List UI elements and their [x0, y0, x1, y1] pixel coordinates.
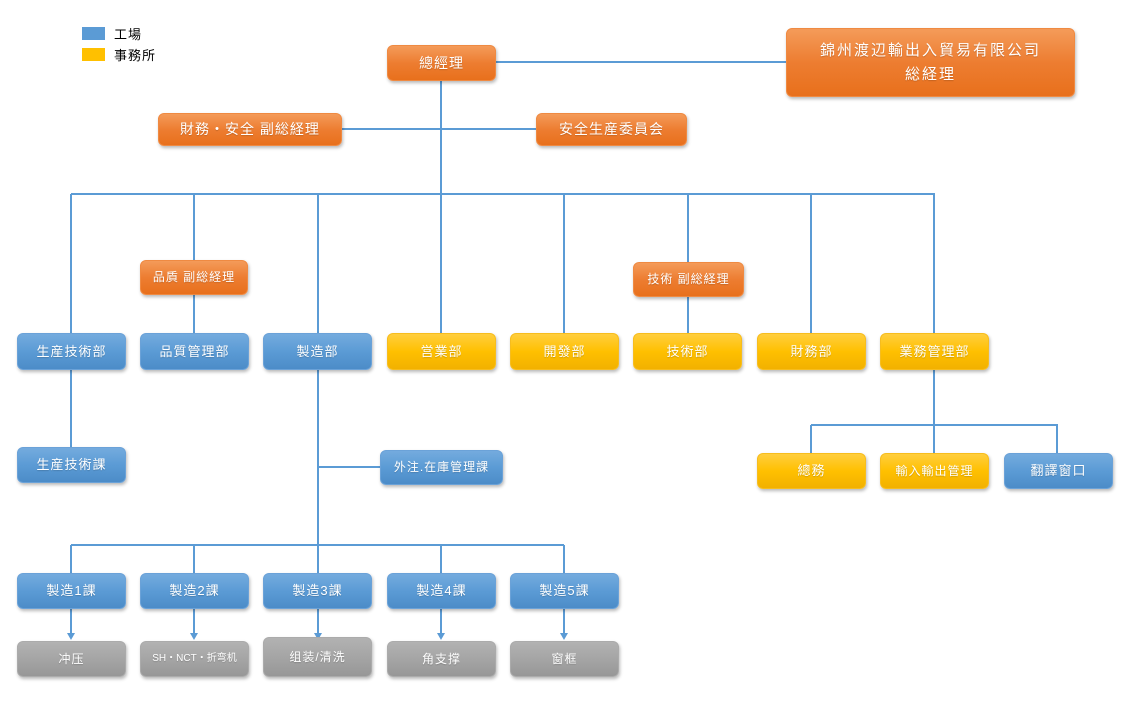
node-label: 製造1課: [46, 583, 97, 599]
node-label: 角支撑: [421, 651, 461, 666]
node-label: 翻譯窗口: [1030, 463, 1087, 479]
node-general-manager: 總經理: [387, 45, 496, 81]
node-proc-assembly-cleaning: 组装/清洗: [263, 637, 372, 677]
factory-color-swatch: [82, 27, 105, 40]
arrow-line-mfg5: [563, 609, 565, 634]
arrow-down-icon: [560, 633, 568, 640]
node-vp-finance-safety: 財務・安全 副総経理: [158, 113, 342, 146]
node-mfg5: 製造5課: [510, 573, 619, 609]
node-mfg2: 製造2課: [140, 573, 249, 609]
node-label: 財務・安全 副総経理: [180, 121, 320, 138]
node-dept-quality: 品質管理部: [140, 333, 249, 370]
connector-drop-finance: [810, 194, 812, 333]
connector-drop-mfg2: [193, 545, 195, 573]
legend-label-office: 事務所: [114, 48, 157, 63]
node-sec-import-export: 輸入輸出管理: [880, 453, 989, 489]
legend-item-office: 事務所: [82, 45, 156, 64]
node-safety-committee: 安全生産委員会: [536, 113, 687, 146]
node-dept-business-admin: 業務管理部: [880, 333, 989, 370]
connector-drop-business-admin: [933, 194, 935, 333]
node-label: SH・NCT・折弯机: [152, 653, 237, 665]
arrow-line-mfg3: [317, 609, 319, 634]
node-label: 技術 副総経理: [647, 272, 730, 287]
node-label: 生産技術部: [36, 343, 107, 359]
node-label: 製造部: [296, 343, 339, 359]
connector-gm-to-company: [496, 61, 786, 63]
node-label: 開發部: [543, 343, 586, 359]
node-label: 總務: [797, 463, 826, 479]
connector-drop-development: [563, 194, 565, 333]
node-mfg4: 製造4課: [387, 573, 496, 609]
node-sec-prod-tech: 生産技術課: [17, 447, 126, 483]
arrow-down-icon: [314, 633, 322, 640]
node-vp-quality: 品貭 副総経理: [140, 260, 248, 295]
office-color-swatch: [82, 48, 105, 61]
connector-manufacturing-down: [317, 370, 319, 545]
node-label: 製造5課: [539, 583, 590, 599]
legend-label-factory: 工場: [114, 27, 143, 42]
arrow-down-icon: [190, 633, 198, 640]
connector-drop-mfg3: [317, 545, 319, 573]
node-label: 生産技術課: [36, 457, 107, 473]
node-label: 輸入輸出管理: [895, 463, 974, 478]
connector-prodtech-to-section: [70, 370, 72, 447]
connector-drop-import-export: [933, 425, 935, 453]
node-proc-window-frame: 窗框: [510, 641, 619, 677]
node-sec-outsourcing-inventory: 外注.在庫管理課: [380, 450, 503, 485]
arrow-line-mfg1: [70, 609, 72, 634]
node-label: 技術部: [666, 343, 709, 359]
arrow-down-icon: [437, 633, 445, 640]
connector-to-outsourcing: [318, 466, 380, 468]
node-label: 外注.在庫管理課: [393, 460, 490, 475]
arrow-down-icon: [67, 633, 75, 640]
node-label: 業務管理部: [899, 343, 970, 359]
node-label: 品貭 副総経理: [152, 270, 236, 285]
legend: 工場 事務所: [82, 24, 156, 66]
connector-drop-prod-tech: [70, 194, 72, 333]
connector-drop-translation: [1056, 425, 1058, 453]
node-dept-finance: 財務部: [757, 333, 866, 370]
node-label: 冲压: [58, 651, 85, 666]
connector-gm-trunk-vertical: [440, 81, 442, 333]
connector-drop-mfg1: [70, 545, 72, 573]
node-mfg3: 製造3課: [263, 573, 372, 609]
node-label: 製造3課: [292, 583, 343, 599]
arrow-line-mfg4: [440, 609, 442, 634]
arrow-line-mfg2: [193, 609, 195, 634]
node-label: 製造2課: [169, 583, 220, 599]
node-mfg1: 製造1課: [17, 573, 126, 609]
node-label: 窗框: [551, 651, 578, 666]
connector-drop-general-affairs: [810, 425, 812, 453]
node-label-line2: 総経理: [904, 65, 956, 83]
connector-main-trunk: [71, 193, 935, 195]
node-dept-manufacturing: 製造部: [263, 333, 372, 370]
node-label: 品質管理部: [159, 343, 230, 359]
connector-vp-finance-safety: [342, 128, 536, 130]
node-label: 组装/清洗: [289, 649, 346, 664]
node-dept-prod-tech: 生産技術部: [17, 333, 126, 370]
connector-drop-mfg5: [563, 545, 565, 573]
node-label: 總經理: [419, 54, 464, 71]
node-label-line1: 錦州渡辺輸出入貿易有限公司: [819, 42, 1041, 60]
node-label: 財務部: [790, 343, 833, 359]
connector-business-admin-down: [933, 370, 935, 425]
node-label: 安全生産委員会: [559, 121, 664, 138]
node-dept-development: 開發部: [510, 333, 619, 370]
legend-item-factory: 工場: [82, 24, 156, 43]
node-sec-general-affairs: 總務: [757, 453, 866, 489]
node-label: 製造4課: [416, 583, 467, 599]
node-company-general-manager: 錦州渡辺輸出入貿易有限公司 総経理: [786, 28, 1075, 97]
node-dept-technology: 技術部: [633, 333, 742, 370]
node-sec-translation: 翻譯窗口: [1004, 453, 1113, 489]
node-proc-corner-brace: 角支撑: [387, 641, 496, 677]
node-dept-sales: 営業部: [387, 333, 496, 370]
connector-drop-manufacturing: [317, 194, 319, 333]
node-proc-stamping: 冲压: [17, 641, 126, 677]
node-vp-tech: 技術 副総経理: [633, 262, 744, 297]
connector-drop-mfg4: [440, 545, 442, 573]
node-proc-sh-nct-bending: SH・NCT・折弯机: [140, 641, 249, 677]
node-label: 営業部: [420, 343, 463, 359]
